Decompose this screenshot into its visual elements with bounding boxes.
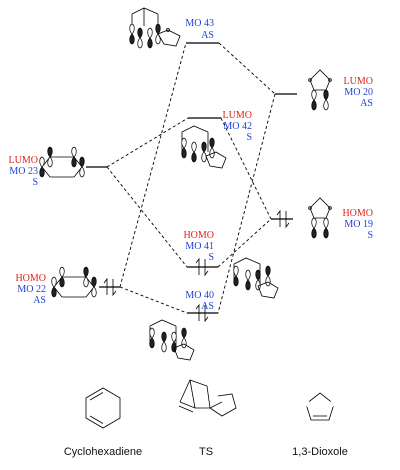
orbital-ts-mo42 <box>181 125 227 169</box>
label-ts-mo40-mo: MO 40 <box>185 290 214 301</box>
label-ts-mo43-sym: AS <box>201 30 214 41</box>
name-ts: TS <box>199 446 213 458</box>
correlation-lines <box>106 42 276 314</box>
name-cyclohexadiene: Cyclohexadiene <box>64 446 142 458</box>
label-ts-mo43-mo: MO 43 <box>185 18 214 29</box>
label-ts-mo42-tag: LUMO <box>223 110 252 121</box>
orbital-ts-mo43 <box>129 7 181 49</box>
electron-pairs <box>103 209 290 323</box>
label-cyclohexadiene-homo-tag: HOMO <box>15 273 46 284</box>
label-dioxole-lumo-sym: AS <box>360 98 373 109</box>
electron-pair-ts-mo41 <box>195 257 209 277</box>
corr-cyclohexadiene-lumo-to-mo42 <box>106 117 189 168</box>
orbital-cyclohexadiene-lumo <box>39 146 85 178</box>
label-cyclohexadiene-lumo-tag: LUMO <box>9 155 38 166</box>
corr-cyclohexadiene-homo-to-mo43 <box>119 42 187 288</box>
electron-pair-dioxole-homo <box>276 209 290 229</box>
orbital-ts-mo41 <box>233 257 279 299</box>
orbital-ts-mo40 <box>149 319 195 361</box>
corr-dioxole-lumo-to-mo40 <box>217 93 276 314</box>
label-ts-mo42-sym: S <box>246 132 252 143</box>
label-ts-mo40-sym: AS <box>201 301 214 312</box>
label-ts-mo41-tag: HOMO <box>183 230 214 241</box>
orbital-dioxole-lumo <box>308 69 332 111</box>
label-ts-mo42-mo: MO 42 <box>223 121 252 132</box>
name-dioxole: 1,3-Dioxole <box>292 446 348 458</box>
label-dioxole-homo-sym: S <box>367 230 373 241</box>
label-ts-mo41-sym: S <box>208 252 214 263</box>
structure-cyclohexadiene <box>85 387 121 429</box>
electron-pair-ts-mo40 <box>195 303 209 323</box>
corr-dioxole-lumo-to-mo43 <box>218 42 276 95</box>
molecule-names: Cyclohexadiene TS 1,3-Dioxole <box>64 446 348 458</box>
label-dioxole-lumo-mo: MO 20 <box>344 87 373 98</box>
label-dioxole-lumo-tag: LUMO <box>344 76 373 87</box>
electron-pair-cyclohexadiene-homo <box>103 277 117 297</box>
label-cyclohexadiene-homo-sym: AS <box>33 295 46 306</box>
label-dioxole-homo-mo: MO 19 <box>344 219 373 230</box>
orbital-cyclohexadiene-homo <box>51 266 97 298</box>
label-dioxole-homo-tag: HOMO <box>342 208 373 219</box>
structure-ts <box>178 379 237 417</box>
label-cyclohexadiene-lumo-mo: MO 23 <box>9 166 38 177</box>
orbital-dioxole-homo <box>308 197 332 239</box>
corr-cyclohexadiene-homo-to-mo40 <box>119 286 188 314</box>
label-cyclohexadiene-lumo-sym: S <box>32 177 38 188</box>
label-ts-mo41-mo: MO 41 <box>185 241 214 252</box>
structure-dioxole <box>305 392 335 421</box>
corr-dioxole-homo-to-mo42 <box>220 117 272 220</box>
label-cyclohexadiene-homo-mo: MO 22 <box>17 284 46 295</box>
energy-levels <box>86 42 297 314</box>
corr-dioxole-homo-to-mo41 <box>217 218 272 268</box>
corr-cyclohexadiene-lumo-to-mo41 <box>106 166 188 268</box>
mo-labels: LUMO MO 23 S HOMO MO 22 AS MO 43 AS LUMO… <box>9 18 373 312</box>
